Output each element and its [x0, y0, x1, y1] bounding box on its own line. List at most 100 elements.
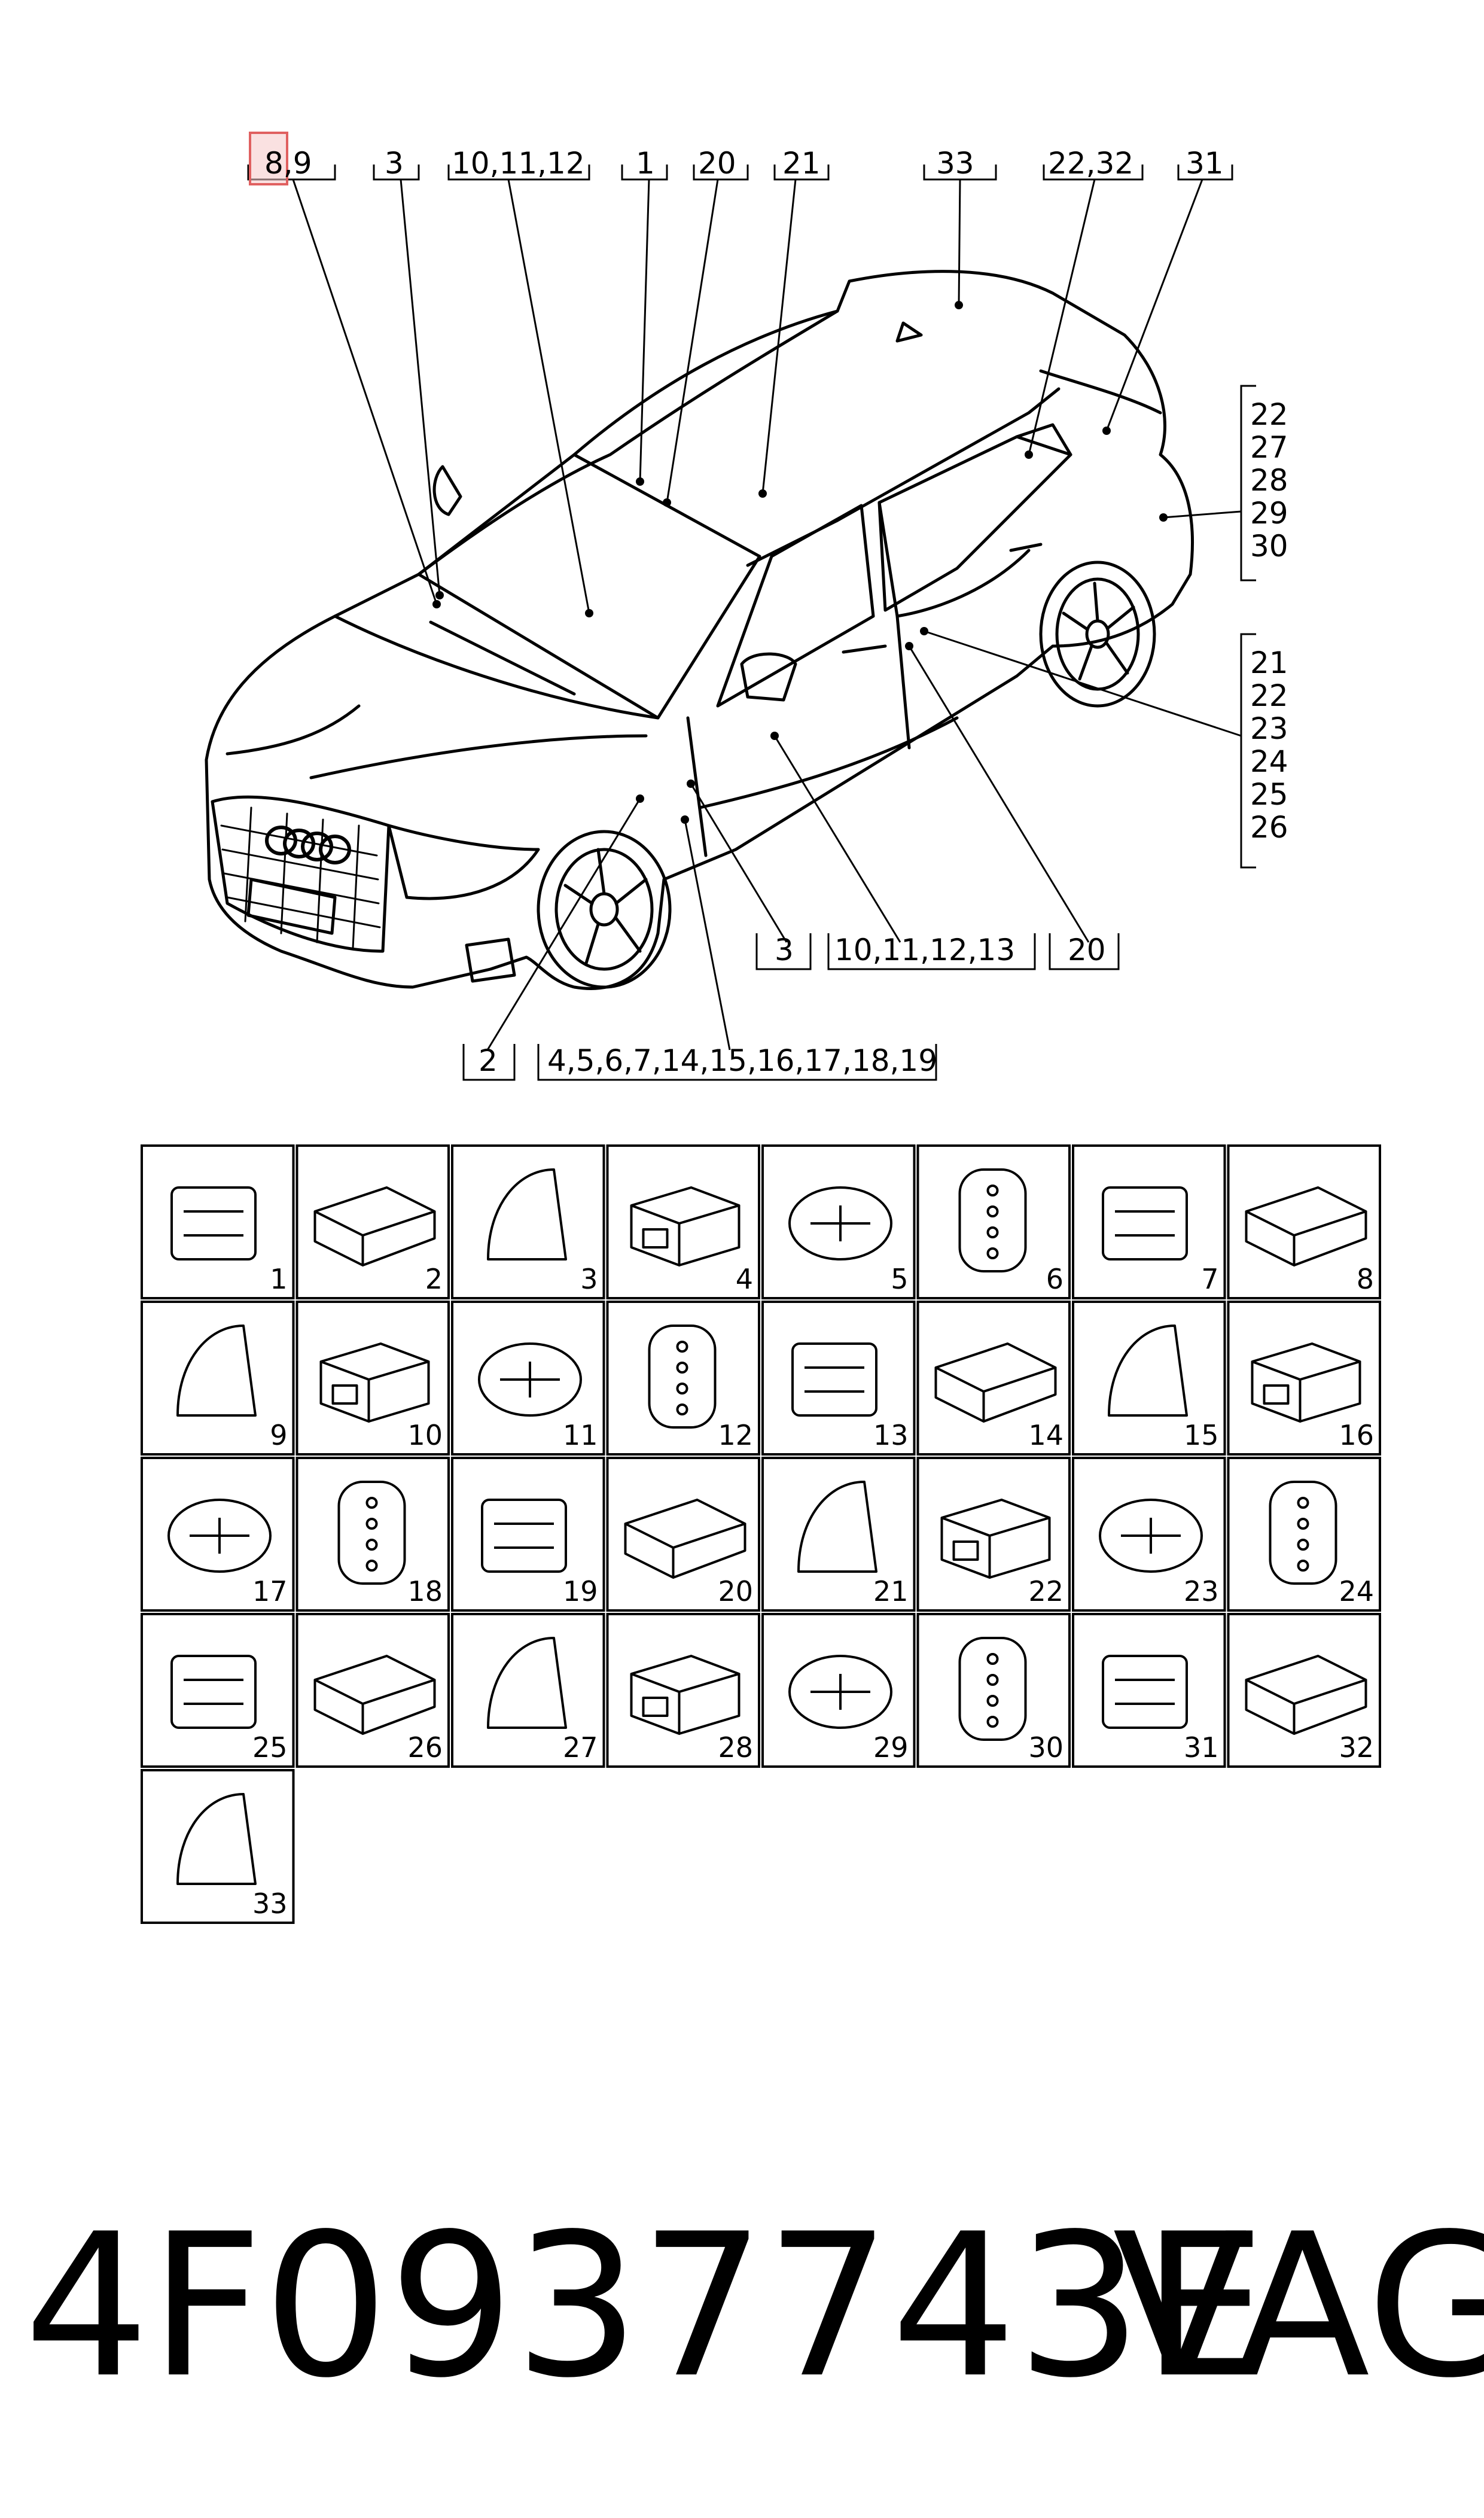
callout-top-9: 31	[1186, 146, 1224, 181]
callout-top-5: 20	[698, 146, 736, 181]
connector-illustration	[788, 1655, 892, 1729]
connector-illustration	[313, 1186, 436, 1266]
connector-cell-frame	[606, 1457, 760, 1612]
connector-cell-frame	[1072, 1457, 1226, 1612]
callout-bottom-2-1: 2	[479, 1043, 498, 1078]
brand-rings	[265, 826, 351, 864]
connector-cell-frame	[761, 1144, 916, 1299]
callout-right-a-1: 22	[1250, 397, 1288, 432]
connector-number: 7	[1201, 1263, 1218, 1295]
connector-cell-frame	[451, 1144, 605, 1299]
connector-cell-15: 15	[1072, 1301, 1226, 1456]
connector-illustration	[940, 1499, 1051, 1579]
connector-cell-frame	[1227, 1613, 1381, 1768]
connector-number: 28	[718, 1731, 753, 1764]
connector-number: 23	[1184, 1575, 1219, 1607]
connector-cell-frame	[141, 1613, 295, 1768]
callout-right-b-2: 22	[1250, 678, 1288, 713]
connector-number: 32	[1339, 1731, 1374, 1764]
connector-cell-26: 26	[295, 1613, 450, 1768]
connector-cell-7: 7	[1072, 1144, 1226, 1299]
connector-cell-5: 5	[761, 1144, 916, 1299]
highlight-marker	[249, 132, 288, 185]
connector-number: 11	[563, 1419, 598, 1451]
connector-cell-14: 14	[916, 1301, 1071, 1456]
connector-cell-frame	[451, 1457, 605, 1612]
connector-illustration	[1251, 1342, 1361, 1423]
connector-number: 10	[407, 1419, 443, 1451]
leader-lines	[292, 179, 1242, 1051]
connector-cell-27: 27	[451, 1613, 605, 1768]
connector-cell-33: 33	[141, 1769, 295, 1924]
front-grille	[211, 795, 391, 953]
connector-illustration	[170, 1655, 257, 1729]
callout-top-3: 10,11,12	[452, 146, 585, 181]
connector-illustration	[624, 1499, 746, 1579]
connector-illustration	[958, 1637, 1027, 1741]
connector-cell-1: 1	[141, 1144, 295, 1299]
callout-right-b-5: 25	[1250, 777, 1288, 812]
connector-cell-frame	[1227, 1144, 1381, 1299]
connector-cell-12: 12	[606, 1301, 760, 1456]
connector-number: 21	[873, 1575, 909, 1607]
connector-number: 18	[407, 1575, 443, 1607]
connector-cell-18: 18	[295, 1457, 450, 1612]
connector-cell-8: 8	[1227, 1144, 1381, 1299]
callout-bottom-2-2: 4,5,6,7,14,15,16,17,18,19	[547, 1043, 937, 1078]
connector-number: 25	[252, 1731, 288, 1764]
connector-cell-frame	[916, 1144, 1071, 1299]
connector-illustration	[167, 1499, 272, 1573]
connector-cell-29: 29	[761, 1613, 916, 1768]
connector-cell-6: 6	[916, 1144, 1071, 1299]
callout-top-4: 1	[636, 146, 655, 181]
connector-cell-17: 17	[141, 1457, 295, 1612]
connector-cell-20: 20	[606, 1457, 760, 1612]
connector-illustration	[313, 1655, 436, 1735]
connector-number: 8	[1357, 1263, 1374, 1295]
connector-illustration	[648, 1325, 717, 1429]
connector-number: 12	[718, 1419, 753, 1451]
connector-number: 16	[1339, 1419, 1374, 1451]
connector-illustration	[176, 1793, 257, 1885]
connector-cell-21: 21	[761, 1457, 916, 1612]
callout-right-b-1: 21	[1250, 646, 1288, 680]
connector-illustration	[1245, 1186, 1367, 1266]
connector-cell-frame	[141, 1301, 295, 1456]
connector-number: 24	[1339, 1575, 1374, 1607]
connector-cell-frame	[916, 1613, 1071, 1768]
connector-cell-2: 2	[295, 1144, 450, 1299]
connector-cell-28: 28	[606, 1613, 760, 1768]
callout-right-a-2: 27	[1250, 430, 1288, 465]
connector-cell-frame	[606, 1301, 760, 1456]
connector-cell-32: 32	[1227, 1613, 1381, 1768]
connector-illustration	[319, 1342, 430, 1423]
connector-cell-frame	[1072, 1144, 1226, 1299]
connector-illustration	[788, 1186, 892, 1260]
connector-cell-3: 3	[451, 1144, 605, 1299]
connector-number: 29	[873, 1731, 909, 1764]
callout-bottom-1-2: 10,11,12,13	[834, 933, 1015, 967]
connector-cell-frame	[1227, 1457, 1381, 1612]
connector-cell-22: 22	[916, 1457, 1071, 1612]
connector-illustration	[1245, 1655, 1367, 1735]
callout-right-a-4: 29	[1250, 496, 1288, 531]
callout-right-a-5: 30	[1250, 529, 1288, 564]
callout-bottom-1-3: 20	[1068, 933, 1106, 967]
connector-illustration	[630, 1655, 741, 1735]
connector-cell-4: 4	[606, 1144, 760, 1299]
connector-illustration	[337, 1481, 406, 1585]
connector-illustration	[630, 1186, 741, 1266]
connector-cell-31: 31	[1072, 1613, 1226, 1768]
connector-cell-24: 24	[1227, 1457, 1381, 1612]
connector-number: 26	[407, 1731, 443, 1764]
connector-cell-frame	[295, 1613, 450, 1768]
connector-number: 14	[1028, 1419, 1064, 1451]
connector-illustration	[958, 1168, 1027, 1272]
connector-cell-frame	[141, 1769, 295, 1924]
connector-cell-frame	[1072, 1613, 1226, 1768]
connector-illustration	[1269, 1481, 1337, 1585]
connector-illustration	[478, 1342, 582, 1417]
connector-illustration	[487, 1637, 567, 1729]
connector-number: 9	[270, 1419, 287, 1451]
